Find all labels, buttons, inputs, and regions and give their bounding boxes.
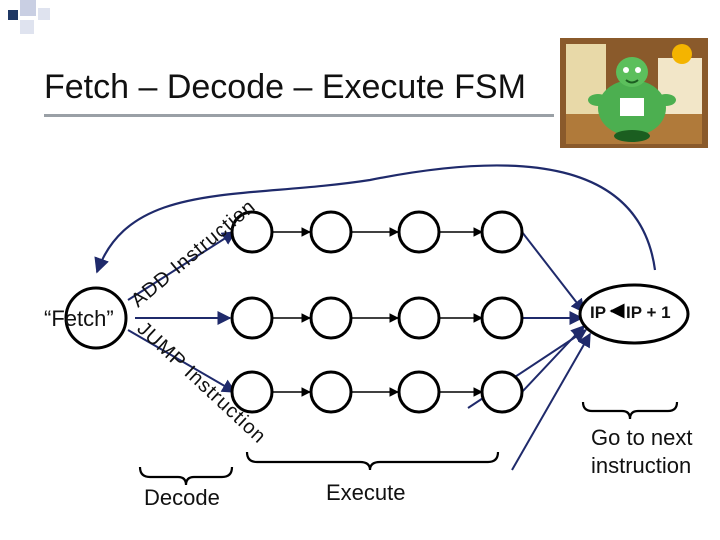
ip-node [578,283,690,345]
add-instruction-label: ADD Instruction [127,195,260,312]
state-node [64,286,128,350]
jump-path-line [127,329,237,393]
state-node [480,370,524,414]
corner-square-light [20,20,34,34]
ip-node-target: IP [590,303,606,322]
corner-square-dark [8,10,18,20]
goto-next-label-line2: instruction [591,453,692,478]
return-arc [94,164,657,274]
goto-next-label-line1: Go to next [591,425,693,450]
execute-label: Execute [326,480,406,505]
goto-brace [581,401,679,420]
corner-square-light [38,8,50,20]
corner-square-light [20,0,36,16]
decode-brace [138,466,234,486]
state-node [397,210,441,254]
state-node [480,210,524,254]
state-node [397,370,441,414]
state-node [230,370,274,414]
state-node [230,210,274,254]
add-path-line [127,231,237,301]
state-node [309,370,353,414]
state-node [230,296,274,340]
title-underline [44,114,554,117]
cartoon-picture [560,38,708,148]
fetch-label: “Fetch” [44,306,114,331]
decode-label: Decode [144,485,220,510]
slide-title: Fetch – Decode – Execute FSM [44,68,526,106]
state-node [397,296,441,340]
state-node [309,210,353,254]
ip-node-expression: IP + 1 [626,303,671,322]
state-node [309,296,353,340]
execute-brace [245,451,500,471]
state-node [480,296,524,340]
